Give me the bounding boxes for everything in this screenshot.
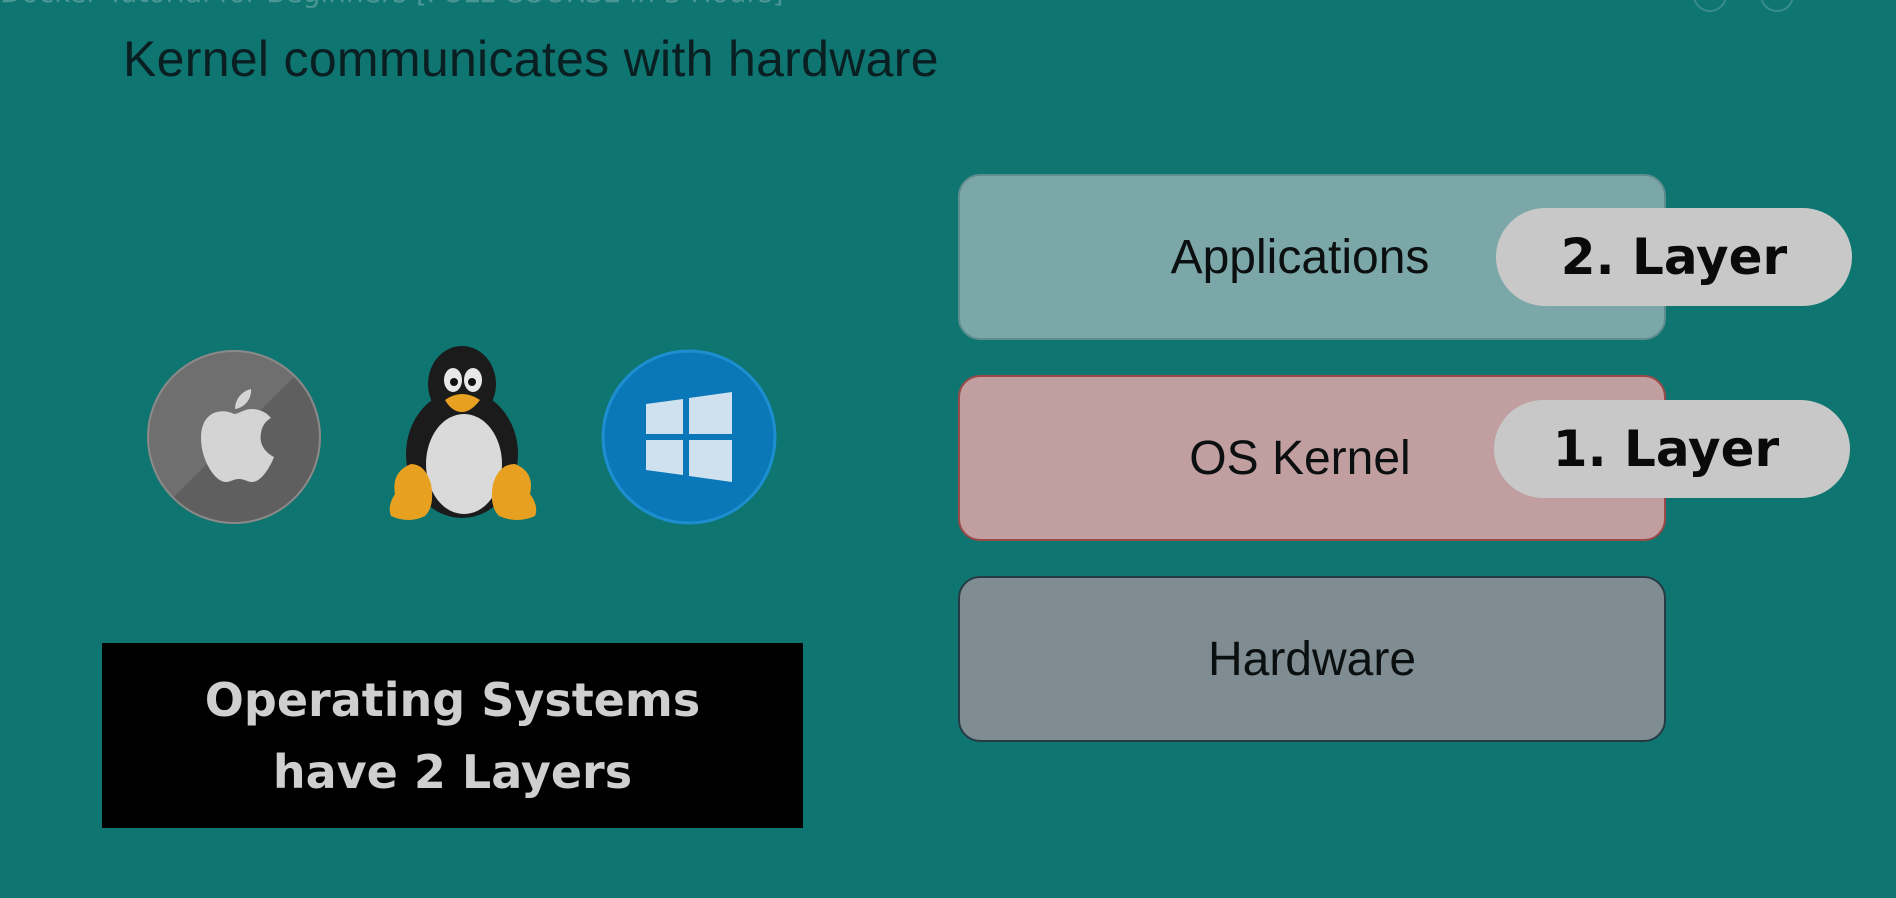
caption-line-2: have 2 Layers — [273, 736, 632, 808]
hardware-layer: Hardware — [958, 576, 1666, 742]
applications-label: Applications — [1171, 230, 1430, 285]
apple-logo-icon — [145, 348, 323, 526]
os-kernel-label: OS Kernel — [1189, 431, 1410, 486]
share-icon[interactable] — [1760, 0, 1794, 12]
layer-2-label: 2. Layer — [1561, 228, 1787, 286]
layer-2-badge: 2. Layer — [1496, 208, 1852, 306]
video-title: Docker Tutorial for Beginners [FULL COUR… — [0, 0, 784, 8]
linux-tux-icon — [385, 344, 540, 526]
hardware-label: Hardware — [1208, 632, 1416, 687]
slide-title: Kernel communicates with hardware — [123, 30, 939, 88]
watch-later-icon[interactable] — [1693, 0, 1727, 12]
caption-line-1: Operating Systems — [205, 664, 700, 736]
layer-1-badge: 1. Layer — [1494, 400, 1850, 498]
layer-1-label: 1. Layer — [1553, 420, 1779, 478]
caption-box: Operating Systems have 2 Layers — [102, 643, 803, 828]
more-icon[interactable] — [1826, 0, 1860, 12]
windows-logo-icon — [600, 348, 778, 526]
